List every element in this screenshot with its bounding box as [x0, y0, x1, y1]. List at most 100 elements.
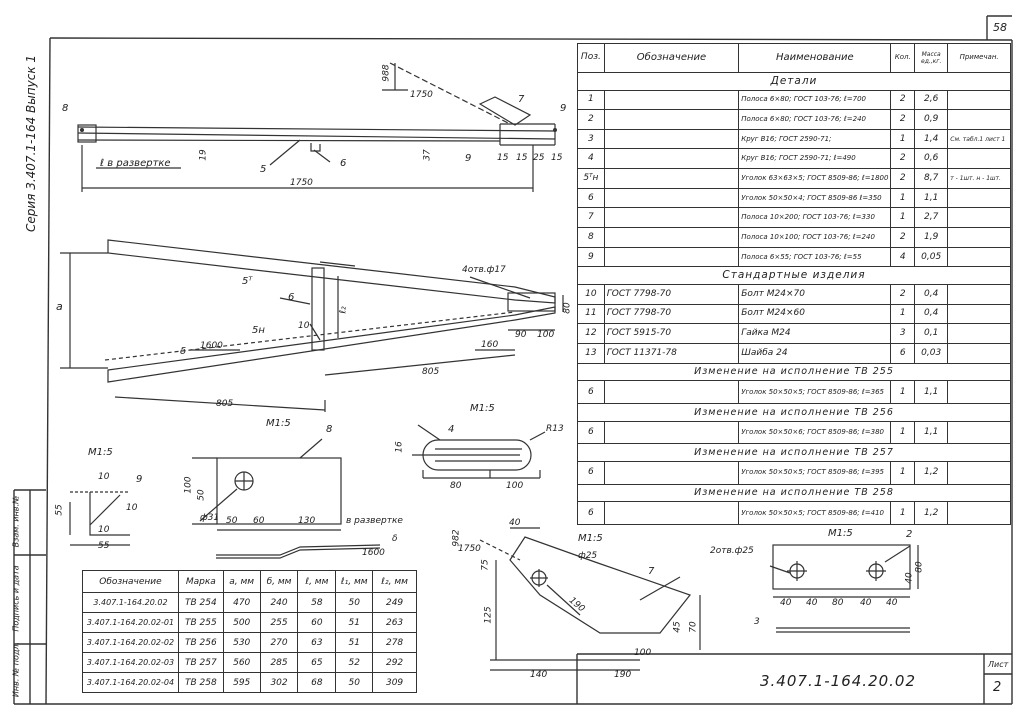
detail8-dim-100: 100 [183, 476, 194, 494]
spec-qty: 1 [890, 460, 916, 485]
spec-qty: 1 [890, 380, 916, 404]
variants-cell: 3.407.1-164.20.02-02 [82, 632, 179, 653]
spec-qty: 6 [890, 342, 916, 364]
spec-pos: 6 [577, 420, 605, 445]
variants-cell: 63 [297, 632, 337, 653]
page-number: 58 [993, 21, 1007, 34]
spec-mass: 1,1 [914, 187, 949, 209]
detail7-dim-140: 140 [530, 670, 548, 680]
spec-designation [603, 246, 740, 268]
variants-cell: 470 [222, 592, 261, 613]
detail2-dim-80: 80 [832, 598, 844, 608]
spec-col-note: Примечан. [947, 43, 1011, 73]
spec-mass: 2,7 [914, 207, 949, 229]
main-label-5n: 5н [252, 325, 265, 336]
spec-designation [603, 460, 740, 485]
variants-cell: 255 [259, 612, 299, 633]
top-view-label-9b: 9 [465, 153, 472, 164]
detail2-dim-3: 3 [754, 617, 760, 627]
spec-pos: 6 [577, 187, 605, 209]
spec-note: т - 1шт. н - 1шт. [947, 168, 1011, 189]
main-dim-1600: 1600 [200, 341, 223, 351]
spec-name: Полоса 6×80; ГОСТ 103-76; ℓ=700 [738, 89, 892, 111]
spec-mass: 0,03 [914, 342, 949, 364]
spec-name: Полоса 6×80; ГОСТ 103-76; ℓ=240 [738, 109, 892, 130]
variants-cell: ТВ 254 [177, 592, 224, 613]
main-label-10: 10 [298, 321, 310, 331]
variants-cell: 65 [297, 652, 337, 673]
variants-cell: 240 [259, 592, 299, 613]
variants-cell: 278 [372, 632, 417, 653]
detail7-dim-1750: 1750 [458, 544, 481, 554]
spec-mass: 0,6 [914, 148, 949, 170]
detail2-scale: М1:5 [828, 528, 853, 539]
detail8-dim-130: 130 [298, 516, 316, 526]
spec-pos: 6 [577, 501, 605, 525]
spec-qty: 1 [890, 420, 916, 445]
top-view-label-8: 8 [62, 103, 69, 114]
spec-mass: 1,1 [914, 380, 949, 404]
spec-qty: 2 [890, 168, 916, 189]
spec-note [947, 148, 1011, 170]
spec-designation [603, 148, 740, 170]
spec-section-standard: Стандартные изделия [577, 266, 1011, 285]
spec-pos: 11 [577, 303, 605, 325]
spec-section-details: Детали [577, 71, 1011, 91]
spec-pos: 5ᵀн [577, 168, 605, 189]
spec-pos: 9 [577, 246, 605, 268]
detail8-note: в развертке [346, 516, 403, 526]
spec-pos: 12 [577, 323, 605, 344]
detail4-radius: R13 [546, 424, 564, 434]
spec-mass: 1,1 [914, 420, 949, 445]
spec-designation [603, 89, 740, 111]
detail9-dim-10c: 10 [98, 525, 110, 535]
variants-header-cell: Обозначение [82, 570, 179, 593]
detail9-scale: М1:5 [88, 447, 113, 458]
top-view-label-6: 6 [340, 158, 347, 169]
spec-qty: 2 [890, 284, 916, 305]
main-label-6: 6 [288, 292, 295, 303]
main-dim-a: a [56, 300, 63, 313]
detail2-dim-40d: 40 [886, 598, 898, 608]
detail4-dim-100: 100 [506, 481, 524, 491]
spec-name: Шайба 24 [738, 342, 892, 364]
detail8-scale: М1:5 [266, 418, 291, 429]
spec-name: Уголок 50×50×6; ГОСТ 8509-86; ℓ=380 [738, 420, 892, 445]
spec-col-mass: Масса ед.,кг. [914, 43, 949, 73]
main-dim-805b: 805 [216, 399, 234, 409]
change-title-row: Изменение на исполнение ТВ 258 [577, 483, 1011, 503]
main-note-holes: 4отв.ф17 [462, 265, 506, 275]
variants-cell: 3.407.1-164.20.02-03 [82, 652, 179, 673]
top-view-dim-988: 988 [381, 64, 392, 82]
spec-designation [603, 109, 740, 130]
top-view-note: ℓ в развертке [100, 158, 171, 169]
variants-header-cell: ℓ₁, мм [335, 570, 374, 593]
spec-qty: 2 [890, 109, 916, 130]
change-title-row: Изменение на исполнение ТВ 256 [577, 402, 1011, 422]
spec-name: Уголок 50×50×5; ГОСТ 8509-86; ℓ=365 [738, 380, 892, 404]
spec-designation: ГОСТ 5915-70 [603, 323, 740, 344]
spec-col-designation: Обозначение [603, 43, 740, 73]
detail4-label: 4 [448, 424, 455, 435]
spec-qty: 1 [890, 501, 916, 525]
spec-note [947, 460, 1011, 485]
spec-note [947, 380, 1011, 404]
variants-header-cell: a, мм [222, 570, 261, 593]
spec-name: Круг В16; ГОСТ 2590-71; ℓ=490 [738, 148, 892, 170]
variants-cell: 302 [259, 672, 299, 693]
top-view-dim-1750b: 1750 [410, 90, 433, 100]
variants-cell: ТВ 258 [177, 672, 224, 693]
spec-name: Уголок 50×50×5; ГОСТ 8509-86; ℓ=395 [738, 460, 892, 485]
spec-name: Гайка М24 [738, 323, 892, 344]
spec-designation [603, 420, 740, 445]
detail4-dim-16: 16 [394, 441, 405, 453]
variants-cell: 292 [372, 652, 417, 673]
